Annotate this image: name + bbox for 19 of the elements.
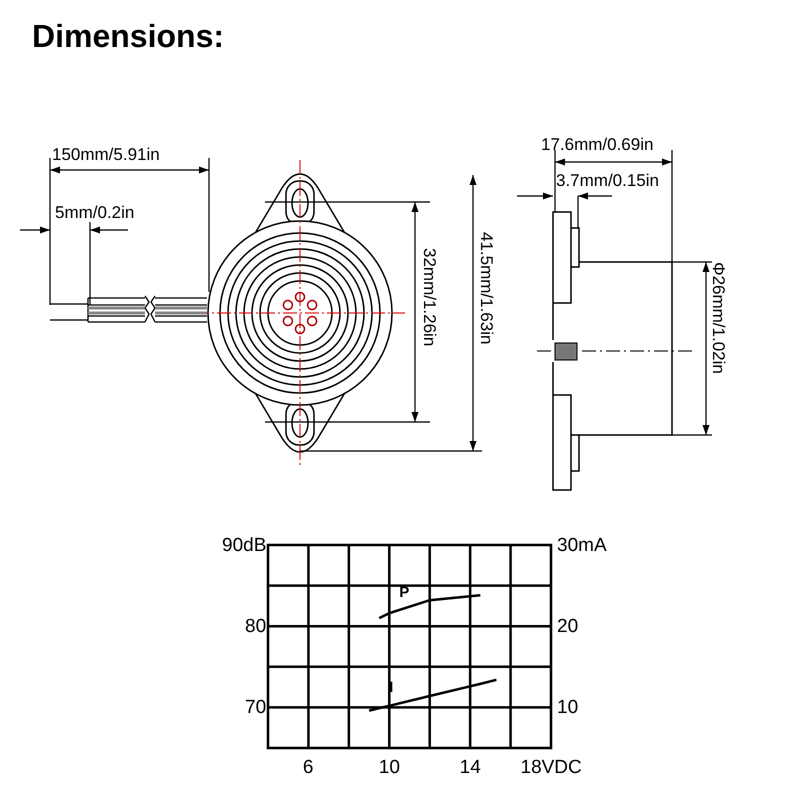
- axis-tick-label: 14: [460, 758, 481, 777]
- axis-tick-label: 90dB: [222, 536, 266, 555]
- dimension-label: 3.7mm/0.15in: [556, 172, 659, 189]
- dimension-label: 17.6mm/0.69in: [541, 136, 654, 153]
- axis-tick-label: 30mA: [557, 536, 607, 555]
- axis-tick-label: 80: [245, 617, 266, 636]
- axis-tick-label: 10: [557, 698, 578, 718]
- axis-tick-label: 20: [557, 617, 578, 636]
- dimension-label: 41.5mm/1.63in: [478, 232, 495, 344]
- axis-tick-label: 18VDC: [520, 758, 582, 777]
- axis-tick-label: 10: [378, 758, 400, 777]
- title: Dimensions:: [32, 20, 224, 52]
- axis-tick-label: 70: [245, 698, 266, 718]
- dimension-label: 32mm/1.26in: [421, 248, 438, 346]
- dimension-label: Φ26mm/1.02in: [710, 262, 727, 374]
- dimension-label: 5mm/0.2in: [55, 204, 134, 221]
- dimension-label: 150mm/5.91in: [52, 146, 160, 163]
- series-label: P: [399, 585, 410, 600]
- axis-tick-label: 6: [302, 758, 314, 777]
